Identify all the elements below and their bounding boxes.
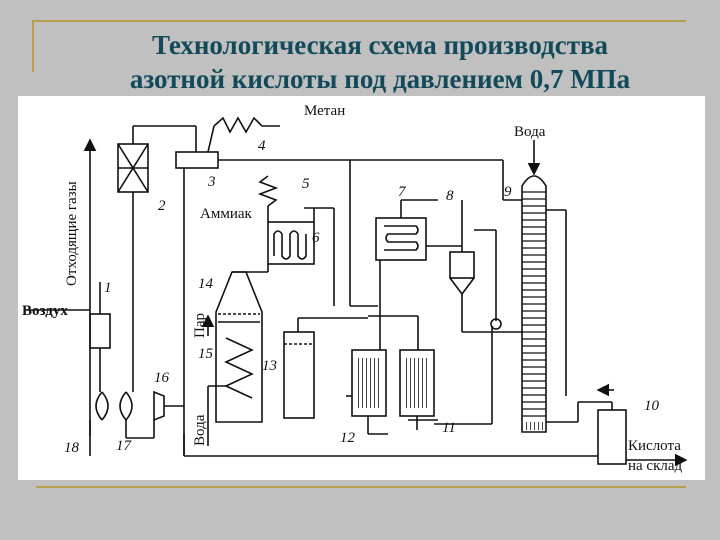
number-11: 11 — [442, 420, 456, 436]
label-water-bottom: Вода — [192, 414, 208, 446]
number-18: 18 — [64, 440, 80, 456]
compressor-17 — [119, 391, 133, 421]
heat-exchanger-11 — [399, 349, 435, 417]
filter-2 — [117, 143, 149, 193]
reactor-14 — [215, 271, 263, 423]
heater-coil-4 — [213, 116, 263, 134]
label-exhaust-gases: Отходящие газы — [64, 181, 80, 286]
mixer-3 — [175, 151, 219, 169]
acid-tank-10 — [597, 409, 627, 465]
frame-top-line — [34, 20, 686, 22]
title-line-2: азотной кислоты под давлением 0,7 МПа — [129, 64, 631, 94]
ammonia-coil-5 — [257, 175, 279, 207]
label-steam: Пар — [192, 313, 208, 338]
number-2: 2 — [158, 198, 166, 214]
label-air: Воздух — [22, 303, 68, 319]
number-5: 5 — [302, 176, 310, 192]
number-3: 3 — [207, 174, 216, 190]
evaporator-6 — [267, 221, 315, 265]
number-7: 7 — [398, 184, 407, 200]
label-ammonia: Аммиак — [200, 206, 253, 222]
number-9: 9 — [504, 184, 512, 200]
number-8: 8 — [446, 188, 454, 204]
number-15: 15 — [198, 346, 214, 362]
label-water-top: Вода — [514, 124, 546, 140]
number-17: 17 — [116, 438, 133, 454]
number-6: 6 — [312, 230, 320, 246]
separator-8 — [449, 251, 475, 332]
number-16: 16 — [154, 370, 170, 386]
number-4: 4 — [258, 138, 266, 154]
process-scheme: Метан Вода Отходящие газы Аммиак Пар Воз… — [18, 96, 705, 480]
absorption-column-9 — [521, 175, 547, 433]
label-acid-line1: Кислота — [628, 438, 681, 454]
title-line-1: Технологическая схема производства — [151, 30, 609, 60]
drum-13 — [283, 331, 315, 419]
number-10: 10 — [644, 398, 660, 414]
air-filter-1 — [89, 313, 111, 349]
number-14: 14 — [198, 276, 214, 292]
column-bottom-liquid — [524, 422, 544, 430]
heat-exchanger-12 — [351, 349, 387, 417]
label-acid-line2: на склад — [628, 458, 683, 474]
frame-bottom-line — [36, 486, 686, 488]
page-title: Технологическая схема производства азотн… — [40, 28, 720, 96]
number-13: 13 — [262, 358, 277, 374]
column-trays — [522, 191, 546, 417]
frame-left-line — [32, 20, 34, 72]
number-12: 12 — [340, 430, 356, 446]
turbine-16 — [153, 390, 165, 422]
boiler-coil-15 — [224, 337, 254, 399]
compressor-18 — [95, 391, 109, 421]
cooler-7 — [375, 217, 427, 261]
pipelines — [26, 125, 688, 467]
number-1: 1 — [104, 280, 112, 296]
label-methane: Метан — [304, 103, 345, 119]
